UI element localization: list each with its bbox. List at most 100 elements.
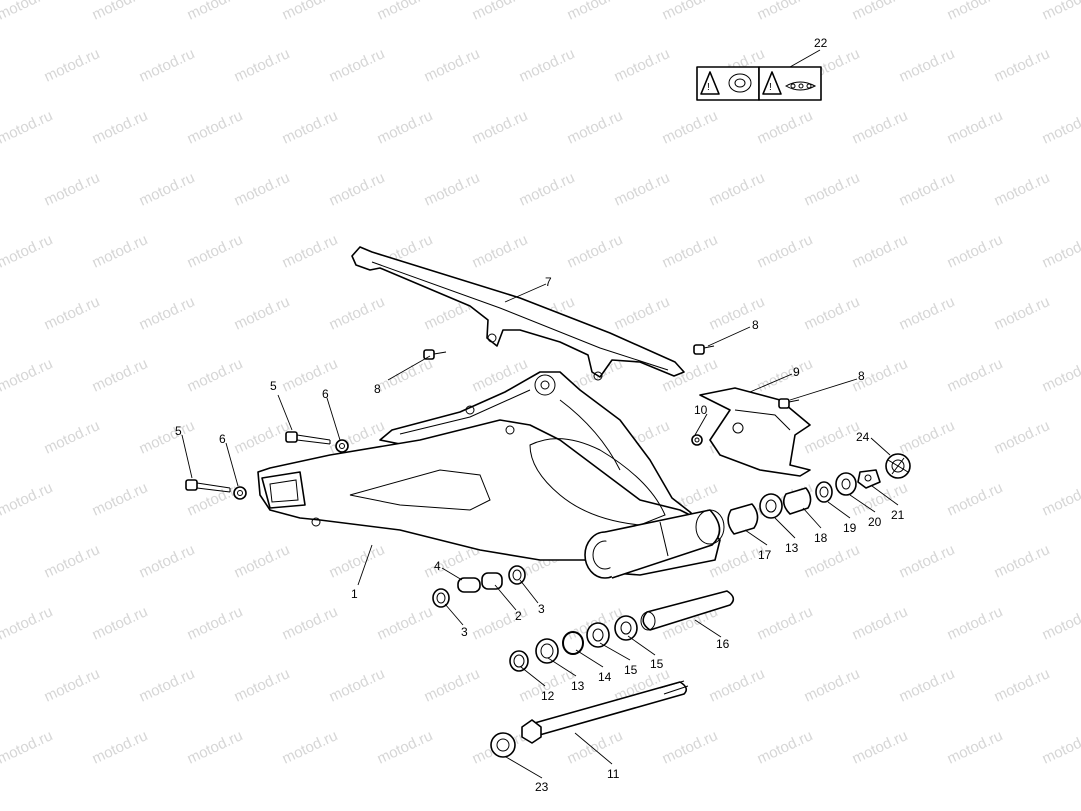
watermark-text: motod.ru [992, 665, 1053, 705]
watermark-text: motod.ru [1040, 0, 1081, 24]
watermark-text: motod.ru [517, 169, 578, 209]
watermark-text: motod.ru [327, 541, 388, 581]
watermark-text: motod.ru [850, 0, 911, 24]
watermark-text: motod.ru [707, 665, 768, 705]
watermark-text: motod.ru [280, 231, 341, 271]
watermark-text: motod.ru [612, 45, 673, 85]
watermark-text: motod.ru [660, 231, 721, 271]
watermark-text: motod.ru [755, 231, 816, 271]
callout-8: 8 [752, 318, 759, 332]
watermark-text: motod.ru [565, 231, 626, 271]
watermark-text: motod.ru [327, 169, 388, 209]
watermark-text: motod.ru [945, 231, 1006, 271]
callout-22: 22 [814, 36, 828, 50]
watermark-text: motod.ru [327, 665, 388, 705]
watermark-text: motod.ru [0, 107, 55, 147]
callout-14: 14 [598, 670, 612, 684]
watermark-text: motod.ru [280, 355, 341, 395]
callout-1: 1 [351, 587, 358, 601]
watermark-text: motod.ru [137, 45, 198, 85]
bolt-upper-left [423, 349, 447, 360]
callout-numbers: 1 2 3 3 4 5 5 6 6 7 8 8 8 9 10 11 12 13 … [175, 36, 905, 794]
watermark-text: motod.ru [422, 169, 483, 209]
watermark-text: motod.ru [945, 603, 1006, 643]
watermark-text: motod.ru [185, 727, 246, 767]
watermark-text: motod.ru [802, 417, 863, 457]
watermark-text: motod.ru [422, 45, 483, 85]
watermark-text: motod.ru [850, 727, 911, 767]
watermark-text: motod.ru [850, 107, 911, 147]
callout-18: 18 [814, 531, 828, 545]
watermark-text: motod.ru [137, 293, 198, 333]
watermark-text: motod.ru [42, 417, 103, 457]
callout-24: 24 [856, 430, 870, 444]
watermark-text: motod.ru [185, 603, 246, 643]
watermark-text: motod.ru [660, 0, 721, 24]
long-bolt-upper [285, 431, 331, 445]
watermark-text: motod.ru [0, 355, 55, 395]
watermark-text: motod.ru [850, 603, 911, 643]
watermark-text: motod.ru [707, 169, 768, 209]
callout-6: 6 [219, 432, 226, 446]
callout-13: 13 [571, 679, 585, 693]
watermark-text: motod.ru [802, 293, 863, 333]
watermark-text: motod.ru [755, 355, 816, 395]
watermark-text: motod.ru [1040, 107, 1081, 147]
watermark-text: motod.ru [0, 0, 55, 24]
watermark-text: motod.ru [90, 603, 151, 643]
watermark-text: motod.ru [90, 0, 151, 24]
watermark-text: motod.ru [232, 541, 293, 581]
watermark-text: motod.ru [1040, 603, 1081, 643]
warning-icons-box: ! ! [696, 66, 822, 101]
watermark-text: motod.ru [802, 541, 863, 581]
callout-2: 2 [515, 609, 522, 623]
watermark-text: motod.ru [802, 169, 863, 209]
callout-7: 7 [545, 275, 552, 289]
callout-17: 17 [758, 548, 772, 562]
watermark-text: motod.ru [185, 355, 246, 395]
watermark-text: motod.ru [42, 169, 103, 209]
watermark-text: motod.ru [327, 45, 388, 85]
watermark-text: motod.ru [470, 231, 531, 271]
watermark-text: motod.ru [945, 0, 1006, 24]
watermark-text: motod.ru [280, 727, 341, 767]
watermark-text: motod.ru [897, 293, 958, 333]
callout-3: 3 [538, 602, 545, 616]
watermark-text: motod.ru [565, 107, 626, 147]
callout-10: 10 [694, 403, 708, 417]
watermark-text: motod.ru [90, 727, 151, 767]
callout-3: 3 [461, 625, 468, 639]
watermark-text: motod.ru [992, 293, 1053, 333]
watermark-text: motod.ru [755, 603, 816, 643]
watermark-text: motod.ru [992, 45, 1053, 85]
chain-guard [351, 246, 685, 381]
watermark-text: motod.ru [422, 665, 483, 705]
bolt-upper-right [693, 344, 715, 355]
callout-5: 5 [175, 424, 182, 438]
watermark-text: motod.ru [945, 355, 1006, 395]
watermark-text: motod.ru [1040, 355, 1081, 395]
watermark-text: motod.ru [90, 479, 151, 519]
callout-23: 23 [535, 780, 549, 794]
watermark-text: motod.ru [232, 417, 293, 457]
watermark-text: motod.ru [232, 169, 293, 209]
watermark-text: motod.ru [185, 0, 246, 24]
watermark-text: motod.ru [517, 45, 578, 85]
watermark-text: motod.ru [992, 417, 1053, 457]
watermark-text: motod.ru [755, 727, 816, 767]
callout-8: 8 [374, 382, 381, 396]
watermark-text: motod.ru [280, 107, 341, 147]
watermark-text: motod.ru [137, 169, 198, 209]
watermark-text: motod.ru [660, 727, 721, 767]
watermark-text: motod.ru [327, 293, 388, 333]
callout-21: 21 [891, 508, 905, 522]
watermark-text: motod.ru [90, 355, 151, 395]
watermark-text: motod.ru [137, 665, 198, 705]
watermark-text: motod.ru [42, 665, 103, 705]
callout-15: 15 [650, 657, 664, 671]
watermark-text: motod.ru [992, 169, 1053, 209]
watermark-text: motod.ru [185, 231, 246, 271]
watermark-text: motod.ru [945, 107, 1006, 147]
watermark-text: motod.ru [565, 0, 626, 24]
watermark-text: motod.ru [612, 293, 673, 333]
